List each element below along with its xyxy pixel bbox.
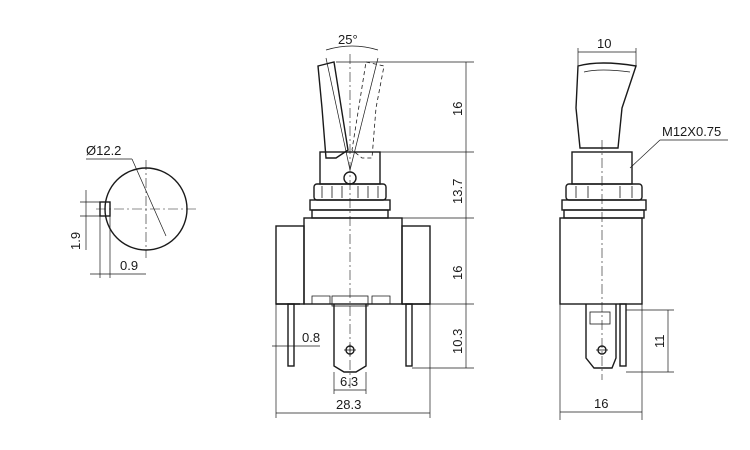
side-housing	[559, 217, 643, 305]
top-view: Ø12.2 1.9 0.9	[68, 143, 198, 278]
lever-height-label: 16	[450, 102, 465, 116]
angle-ray-left	[325, 57, 351, 171]
slot-depth-label: 0.9	[120, 258, 138, 273]
lever-width-label: 10	[597, 36, 611, 51]
angle-arc	[325, 45, 379, 51]
housing-depth-label: 16	[594, 396, 608, 411]
bushing-height-label: 13.7	[450, 179, 465, 204]
thread-leader-line	[629, 139, 661, 169]
lever-angle-label: 25°	[338, 32, 358, 47]
slot-notch	[99, 201, 111, 217]
housing-height-label: 16	[450, 266, 465, 280]
overall-width-label: 28.3	[336, 397, 361, 412]
side-knurled-nut	[565, 183, 643, 201]
terminal-length-label: 10.3	[450, 329, 465, 354]
terminal-right	[405, 303, 413, 367]
housing-left-flange	[275, 225, 305, 305]
side-lever-rim	[583, 69, 631, 73]
diameter-leader-line	[131, 158, 167, 237]
terminal-height-label: 11	[652, 335, 667, 349]
front-view: 25° 1	[272, 32, 474, 418]
terminal-left	[287, 303, 295, 367]
housing-body	[303, 217, 403, 305]
slot-width-label: 1.9	[68, 232, 83, 250]
diameter-label: Ø12.2	[86, 143, 121, 158]
housing-bottom-steps	[311, 295, 391, 304]
lever-hidden	[351, 61, 385, 159]
housing-right-flange	[401, 225, 431, 305]
side-terminal-thin	[619, 303, 627, 367]
side-washer	[563, 209, 645, 219]
side-lever	[575, 62, 637, 149]
side-view: 10 M12X0.75 11 16	[559, 36, 728, 420]
thread-label: M12X0.75	[662, 124, 721, 139]
lever-solid	[317, 61, 349, 159]
terminal-thickness-label: 0.8	[302, 330, 320, 345]
terminal-center	[333, 304, 367, 373]
side-hex-nut	[561, 199, 647, 211]
side-terminal-tab	[589, 311, 611, 325]
terminal-width-label: 6.3	[340, 374, 358, 389]
terminal-center-base	[331, 295, 369, 307]
side-terminal	[585, 304, 617, 369]
